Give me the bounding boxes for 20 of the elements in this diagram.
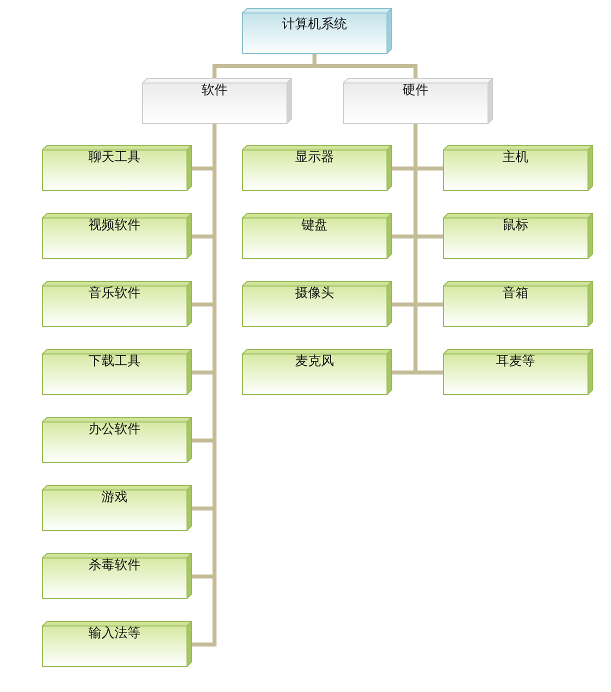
connector-line bbox=[192, 234, 214, 238]
connector-line bbox=[392, 234, 416, 238]
connector-line bbox=[192, 438, 214, 442]
connector-line bbox=[192, 506, 214, 510]
connector-line bbox=[416, 302, 443, 306]
connector-line bbox=[192, 574, 214, 578]
connector-line bbox=[312, 54, 316, 66]
connector-line bbox=[392, 302, 416, 306]
connector-line bbox=[392, 166, 416, 170]
connector-line bbox=[212, 64, 314, 78]
connector-line bbox=[416, 166, 443, 170]
connector-line bbox=[416, 234, 443, 238]
connector-line bbox=[192, 370, 214, 374]
connector-line bbox=[192, 302, 214, 306]
connector-line bbox=[392, 370, 416, 374]
connector-line bbox=[192, 642, 214, 646]
connector-line bbox=[192, 166, 214, 170]
connector-line bbox=[314, 64, 418, 78]
connector-line bbox=[212, 124, 216, 646]
connector-line bbox=[416, 370, 443, 374]
